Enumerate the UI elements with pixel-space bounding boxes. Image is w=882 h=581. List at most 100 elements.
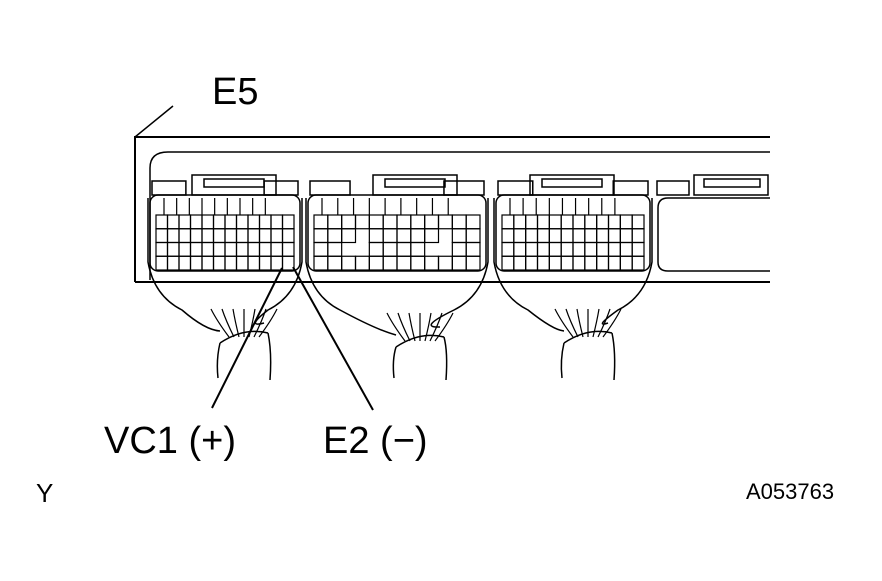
terminal-cavity — [247, 255, 261, 271]
terminal-cavity — [560, 241, 574, 257]
terminal-cavity — [451, 214, 467, 230]
terminal-cavity — [235, 214, 249, 230]
terminal-cavity — [465, 228, 481, 244]
terminal-cavity — [396, 241, 412, 257]
terminal-cavity — [258, 214, 272, 230]
terminal-cavity — [341, 255, 357, 271]
terminal-cavity — [437, 214, 453, 230]
terminal-cavity — [607, 214, 621, 230]
terminal-cavity — [525, 228, 539, 244]
terminal-cavity — [201, 228, 215, 244]
terminal-cavity — [410, 255, 426, 271]
terminal-cavity — [572, 255, 586, 271]
terminal-cavity — [258, 241, 272, 257]
terminal-label-vc1: VC1 (+) — [104, 420, 236, 462]
terminal-cavity — [155, 255, 169, 271]
terminal-cavity — [178, 214, 192, 230]
terminal-cavity — [201, 241, 215, 257]
terminal-cavity — [313, 228, 329, 244]
terminal-cavity — [189, 214, 203, 230]
terminal-cavity — [270, 228, 284, 244]
terminal-cavity — [410, 241, 426, 257]
terminal-cavity — [396, 228, 412, 244]
terminal-cavity — [281, 228, 295, 244]
terminal-cavity — [354, 255, 370, 271]
connector-left — [147, 174, 303, 381]
terminal-cavity — [270, 255, 284, 271]
terminal-cavity — [560, 255, 574, 271]
terminal-cavity — [212, 255, 226, 271]
terminal-cavity — [224, 255, 238, 271]
terminal-cavity — [368, 228, 384, 244]
terminal-cavity — [247, 241, 261, 257]
connector-partial — [656, 174, 770, 272]
terminal-cavity — [410, 228, 426, 244]
terminal-cavity — [465, 241, 481, 257]
terminal-cavity — [451, 228, 467, 244]
terminal-cavity — [281, 255, 295, 271]
terminal-cavity — [258, 228, 272, 244]
connector-group — [147, 174, 770, 381]
terminal-cavity — [513, 241, 527, 257]
vc1-pointer-line — [211, 267, 283, 409]
terminal-grid — [313, 198, 481, 271]
terminal-cavity — [341, 228, 357, 244]
terminal-grid — [501, 198, 645, 271]
terminal-cavity — [178, 241, 192, 257]
terminal-cavity — [596, 241, 610, 257]
terminal-cavity — [247, 228, 261, 244]
terminal-cavity — [619, 255, 633, 271]
terminal-cavity — [607, 241, 621, 257]
ecu-housing — [134, 105, 770, 283]
terminal-cavity — [572, 228, 586, 244]
terminal-label-e2: E2 (−) — [323, 420, 428, 462]
terminal-cavity — [607, 228, 621, 244]
terminal-cavity — [501, 228, 515, 244]
terminal-cavity — [584, 228, 598, 244]
terminal-cavity — [536, 241, 550, 257]
terminal-cavity — [525, 241, 539, 257]
e5-leader-line — [134, 105, 174, 138]
terminal-cavity — [572, 214, 586, 230]
terminal-cavity — [382, 241, 398, 257]
terminal-cavity — [247, 214, 261, 230]
terminal-cavity — [536, 214, 550, 230]
terminal-cavity — [424, 255, 440, 271]
terminal-cavity — [341, 214, 357, 230]
terminal-cavity — [451, 241, 467, 257]
terminal-grid — [155, 198, 295, 271]
terminal-cavity — [548, 214, 562, 230]
terminal-cavity — [396, 255, 412, 271]
terminal-cavity — [327, 228, 343, 244]
terminal-cavity — [155, 241, 169, 257]
terminal-cavity — [155, 228, 169, 244]
terminal-cavity — [525, 214, 539, 230]
terminal-cavity — [270, 214, 284, 230]
terminal-cavity — [166, 255, 180, 271]
terminal-cavity — [584, 214, 598, 230]
terminal-cavity — [212, 241, 226, 257]
terminal-cavity — [281, 214, 295, 230]
terminal-cavity — [368, 214, 384, 230]
terminal-cavity — [178, 228, 192, 244]
terminal-cavity — [327, 214, 343, 230]
terminal-cavity — [584, 241, 598, 257]
terminal-cavity — [501, 241, 515, 257]
connector-middle — [305, 174, 489, 381]
pointer-lines — [211, 266, 374, 411]
terminal-cavity — [166, 228, 180, 244]
terminal-cavity — [382, 255, 398, 271]
terminal-cavity — [548, 241, 562, 257]
terminal-cavity — [212, 228, 226, 244]
terminal-cavity — [258, 255, 272, 271]
terminal-cavity — [189, 228, 203, 244]
figure-code: A053763 — [746, 479, 834, 504]
terminal-cavity — [235, 241, 249, 257]
terminal-cavity — [382, 228, 398, 244]
terminal-cavity — [201, 255, 215, 271]
terminal-cavity — [166, 241, 180, 257]
terminal-cavity — [313, 255, 329, 271]
terminal-cavity — [560, 228, 574, 244]
terminal-cavity — [619, 241, 633, 257]
